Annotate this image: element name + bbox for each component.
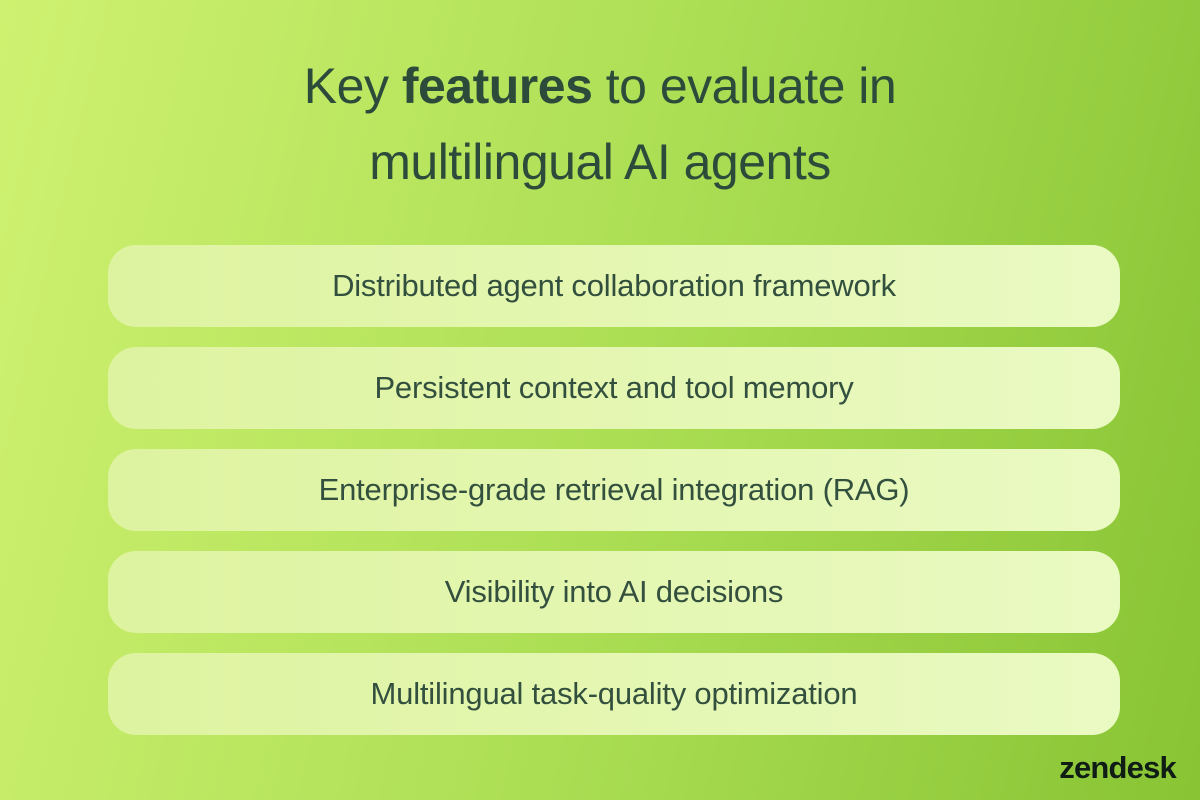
feature-label: Persistent context and tool memory (374, 370, 854, 405)
feature-label: Enterprise-grade retrieval integration (… (318, 472, 910, 507)
feature-label: Distributed agent collaboration framewor… (332, 268, 896, 303)
page-title: Key features to evaluate in multilingual… (0, 48, 1200, 200)
feature-label: Multilingual task-quality optimization (370, 676, 858, 711)
title-line1-post: to evaluate in (592, 58, 897, 114)
feature-pill: Multilingual task-quality optimization (108, 653, 1120, 735)
title-line-1: Key features to evaluate in (0, 48, 1200, 124)
feature-label: Visibility into AI decisions (444, 574, 784, 609)
zendesk-logo: zendesk (1059, 750, 1177, 785)
title-line1-pre: Key (303, 58, 402, 114)
feature-pill: Persistent context and tool memory (108, 347, 1120, 429)
feature-pill: Enterprise-grade retrieval integration (… (108, 449, 1120, 531)
feature-pill: Distributed agent collaboration framewor… (108, 245, 1120, 327)
title-line-2: multilingual AI agents (369, 134, 831, 190)
feature-list: Distributed agent collaboration framewor… (108, 245, 1120, 755)
title-line1-bold: features (401, 58, 593, 114)
feature-pill: Visibility into AI decisions (108, 551, 1120, 633)
